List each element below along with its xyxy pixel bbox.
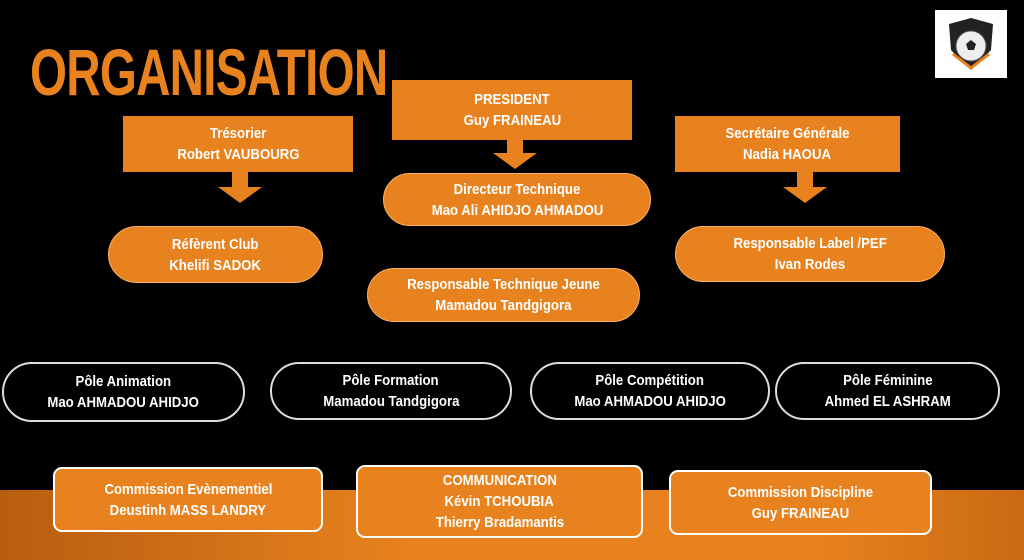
referent-role: Réfèrent Club — [172, 235, 259, 253]
referent-box: Réfèrent Club Khelifi SADOK — [108, 226, 323, 283]
pole-competition: Pôle Compétition Mao AHMADOU AHIDJO — [530, 362, 770, 420]
commission-role: COMMUNICATION — [442, 472, 557, 489]
commission-name: Guy FRAINEAU — [751, 504, 850, 522]
commission-name-2: Thierry Bradamantis — [435, 514, 564, 531]
pole-role: Pôle Féminine — [842, 372, 933, 389]
president-name: Guy FRAINEAU — [463, 112, 561, 129]
directeur-box: Directeur Technique Mao Ali AHIDJO AHMAD… — [383, 173, 651, 226]
pole-animation: Pôle Animation Mao AHMADOU AHIDJO — [2, 362, 245, 422]
resp-jeune-name: Mamadou Tandgigora — [435, 297, 572, 314]
commission-discipline: Commission Discipline Guy FRAINEAU — [669, 470, 932, 535]
directeur-name: Mao Ali AHIDJO AHMADOU — [431, 201, 603, 219]
resp-label-box: Responsable Label /PEF Ivan Rodes — [675, 226, 945, 282]
commission-communication: COMMUNICATION Kévin TCHOUBIA Thierry Bra… — [356, 465, 643, 538]
commission-name: Deustinh MASS LANDRY — [109, 501, 267, 519]
referent-name: Khelifi SADOK — [169, 256, 262, 274]
secretaire-box: Secrétaire Générale Nadia HAOUA — [675, 116, 900, 172]
resp-label-role: Responsable Label /PEF — [733, 235, 887, 252]
commission-name: Kévin TCHOUBIA — [444, 493, 555, 510]
commission-evenementiel: Commission Evènementiel Deustinh MASS LA… — [53, 467, 323, 532]
resp-jeune-box: Responsable Technique Jeune Mamadou Tand… — [367, 268, 640, 322]
president-box: PRESIDENT Guy FRAINEAU — [392, 80, 632, 140]
pole-feminine: Pôle Féminine Ahmed EL ASHRAM — [775, 362, 1000, 420]
resp-label-name: Ivan Rodes — [774, 256, 846, 273]
pole-name: Mao AHMADOU AHIDJO — [574, 393, 726, 410]
page-title: ORGANISATION — [30, 35, 388, 109]
pole-role: Pôle Animation — [75, 373, 172, 390]
pole-formation: Pôle Formation Mamadou Tandgigora — [270, 362, 512, 420]
commission-role: Commission Evènementiel — [104, 480, 272, 498]
pole-name: Mamadou Tandgigora — [322, 393, 460, 410]
tresorier-role: Trésorier — [209, 125, 267, 142]
commission-role: Commission Discipline — [727, 483, 874, 501]
pole-role: Pôle Formation — [342, 372, 440, 389]
directeur-role: Directeur Technique — [453, 180, 581, 198]
pole-name: Ahmed EL ASHRAM — [824, 393, 951, 410]
pole-name: Mao AHMADOU AHIDJO — [47, 394, 200, 411]
secretaire-name: Nadia HAOUA — [743, 146, 832, 163]
president-role: PRESIDENT — [474, 91, 550, 108]
resp-jeune-role: Responsable Technique Jeune — [407, 276, 600, 293]
club-logo — [935, 10, 1007, 78]
secretaire-role: Secrétaire Générale — [725, 125, 850, 142]
tresorier-box: Trésorier Robert VAUBOURG — [123, 116, 353, 172]
pole-role: Pôle Compétition — [595, 372, 705, 389]
tresorier-name: Robert VAUBOURG — [176, 146, 300, 163]
